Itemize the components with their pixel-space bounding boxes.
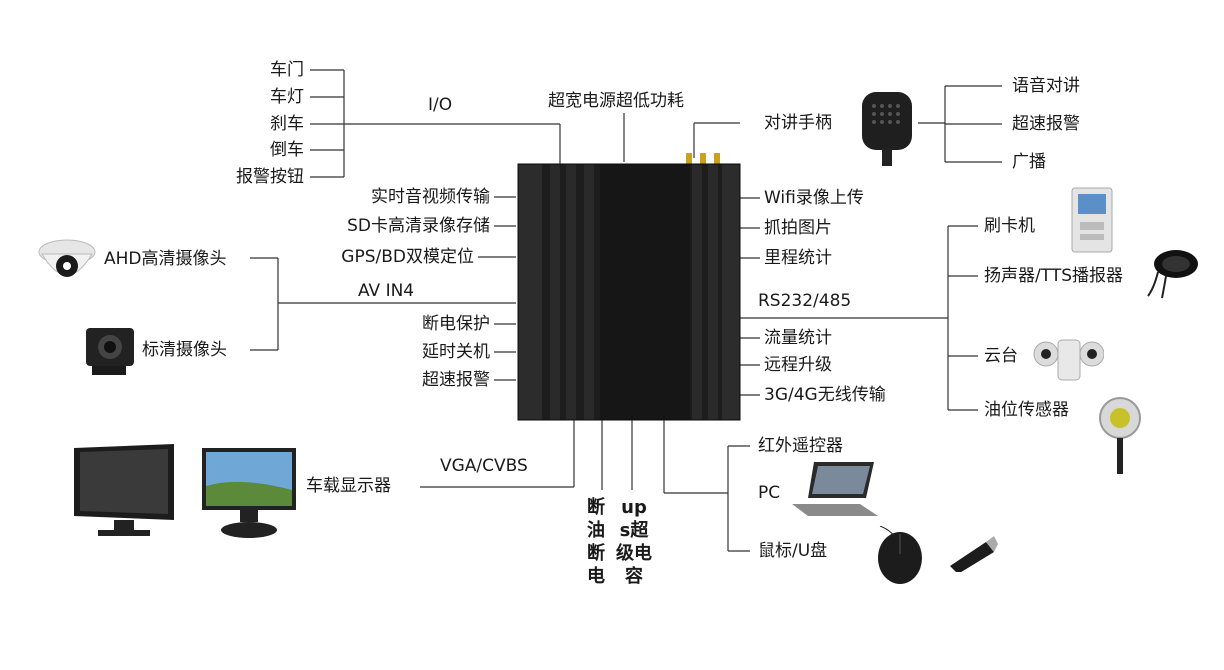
fuel-sensor-image	[1099, 397, 1141, 474]
antenna-left	[686, 153, 692, 169]
rs232-485-label: RS232/485	[758, 291, 852, 311]
rs-device-fuel-sensor: 油位传感器	[984, 400, 1069, 420]
io-label: I/O	[428, 95, 453, 115]
sd-camera-image	[86, 328, 134, 375]
intercom-voice-talk: 语音对讲	[1012, 76, 1080, 96]
mouse-image	[878, 526, 922, 584]
feature-av-transmission: 实时音视频传输	[371, 187, 490, 207]
vga-cvbs-label: VGA/CVBS	[440, 456, 528, 476]
monitor-image	[74, 444, 174, 536]
feature-gps-bd: GPS/BD双模定位	[341, 247, 474, 267]
feature-traffic-stats: 流量统计	[764, 328, 832, 348]
handset-mic-image	[862, 92, 912, 166]
speaker-image	[1147, 250, 1198, 299]
io-input-brake: 刹车	[270, 114, 304, 134]
sd-camera-label: 标清摄像头	[142, 340, 227, 360]
vehicle-monitor-image	[202, 448, 296, 538]
feature-3g4g-wireless: 3G/4G无线传输	[764, 385, 886, 405]
feature-power-off-protection: 断电保护	[422, 314, 490, 334]
io-input-light: 车灯	[270, 87, 304, 107]
feature-sd-recording: SD卡高清录像存储	[347, 216, 490, 236]
dvr-unit	[517, 153, 741, 421]
pc-label: PC	[758, 483, 781, 503]
io-input-door: 车门	[270, 60, 304, 80]
ups-supercap-label: ups超级电容	[616, 497, 652, 587]
ahd-camera-image	[38, 239, 96, 277]
feature-overspeed-alarm: 超速报警	[422, 370, 490, 390]
feature-delayed-shutdown: 延时关机	[422, 342, 490, 362]
feature-wifi-upload: Wifi录像上传	[764, 188, 864, 208]
io-input-reverse: 倒车	[270, 140, 304, 160]
feature-remote-upgrade: 远程升级	[764, 355, 832, 375]
rs-device-speaker-tts: 扬声器/TTS播报器	[984, 266, 1123, 286]
ir-remote-label: 红外遥控器	[758, 436, 843, 456]
vehicle-display-label: 车载显示器	[306, 476, 391, 496]
feature-mileage: 里程统计	[764, 248, 832, 268]
ptz-camera-image	[1033, 339, 1104, 381]
intercom-broadcast: 广播	[1012, 152, 1046, 172]
antenna-mid	[700, 153, 706, 169]
antenna-right	[714, 153, 720, 169]
feature-snapshot: 抓拍图片	[764, 218, 832, 238]
usb-drive-image	[950, 536, 998, 572]
intercom-overspeed-alarm: 超速报警	[1012, 114, 1080, 134]
io-input-alarm-button: 报警按钮	[236, 167, 304, 187]
rs-device-ptz: 云台	[984, 346, 1018, 366]
ahd-camera-label: AHD高清摄像头	[104, 249, 227, 269]
laptop-image	[792, 462, 878, 516]
power-feature-label: 超宽电源超低功耗	[548, 91, 684, 111]
card-reader-image	[1071, 187, 1113, 253]
rs-device-card-reader: 刷卡机	[984, 216, 1035, 236]
av-in4-label: AV IN4	[358, 281, 415, 301]
fuel-power-cut-label: 断油断电	[587, 497, 605, 587]
intercom-handset-label: 对讲手柄	[764, 113, 832, 133]
mouse-usb-label: 鼠标/U盘	[758, 541, 828, 561]
